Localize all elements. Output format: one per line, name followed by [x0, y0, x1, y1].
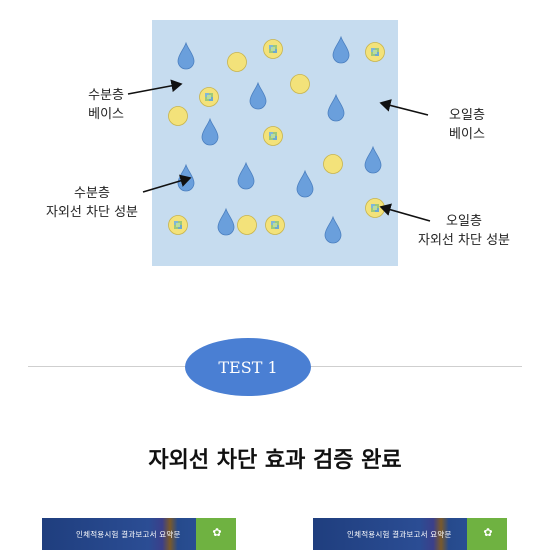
water-drop	[324, 215, 342, 244]
label-water-uv-line2: 자외선 차단 성분	[46, 205, 138, 220]
report-title-right: 인체적용시험 결과보고서 요약문	[347, 530, 452, 539]
label-oil-base: 오일층 베이스	[432, 106, 502, 144]
label-water-base-line2: 베이스	[88, 107, 124, 122]
oil-bead	[227, 52, 247, 72]
label-oil-uv: 오일층 자외선 차단 성분	[402, 212, 526, 250]
water-drop	[201, 117, 219, 146]
report-title-left: 인체적용시험 결과보고서 요약문	[76, 530, 181, 539]
label-water-uv-line1: 수분층	[74, 186, 110, 201]
label-oil-base-line1: 오일층	[449, 108, 485, 123]
test-badge: TEST 1	[185, 338, 311, 396]
label-oil-uv-line1: 오일층	[446, 214, 482, 229]
oil-bead	[290, 74, 310, 94]
water-drop	[217, 207, 235, 236]
oil-uv-bead	[263, 39, 283, 59]
arrow-oil-base	[379, 99, 429, 116]
pointer-arrows	[127, 79, 431, 222]
report-green-tab-left	[196, 518, 236, 550]
label-oil-base-line2: 베이스	[449, 127, 485, 142]
water-drop	[249, 81, 267, 110]
oil-bead	[168, 106, 188, 126]
report-thumbnail-left[interactable]: 인체적용시험 결과보고서 요약문 ✿	[42, 518, 236, 550]
water-drop	[237, 161, 255, 190]
report-thumbnail-right[interactable]: 인체적용시험 결과보고서 요약문 ✿	[313, 518, 507, 550]
arrow-water-base	[127, 79, 183, 95]
oil-uv-bead	[265, 215, 285, 235]
oil-uv-bead	[263, 126, 283, 146]
report-green-tab-right	[467, 518, 507, 550]
emulsion-diagram	[127, 20, 431, 266]
leaf-logo-icon: ✿	[212, 526, 222, 539]
oil-uv-bead	[199, 87, 219, 107]
oil-bead	[323, 154, 343, 174]
water-drop	[364, 145, 382, 174]
arrow-water-uv	[142, 174, 192, 193]
water-drop	[327, 93, 345, 122]
arrow-oil-uv	[379, 203, 431, 222]
label-water-base: 수분층 베이스	[54, 86, 124, 124]
water-drop	[296, 169, 314, 198]
oil-uv-bead	[365, 42, 385, 62]
leaf-logo-icon: ✿	[483, 526, 493, 539]
label-water-uv: 수분층 자외선 차단 성분	[32, 184, 152, 222]
result-title: 자외선 차단 효과 검증 완료	[148, 448, 402, 473]
label-water-base-line1: 수분층	[88, 88, 124, 103]
oil-uv-bead	[168, 215, 188, 235]
oil-bead	[237, 215, 257, 235]
water-drop	[177, 41, 195, 70]
label-oil-uv-line2: 자외선 차단 성분	[418, 233, 510, 248]
water-drop	[332, 35, 350, 64]
